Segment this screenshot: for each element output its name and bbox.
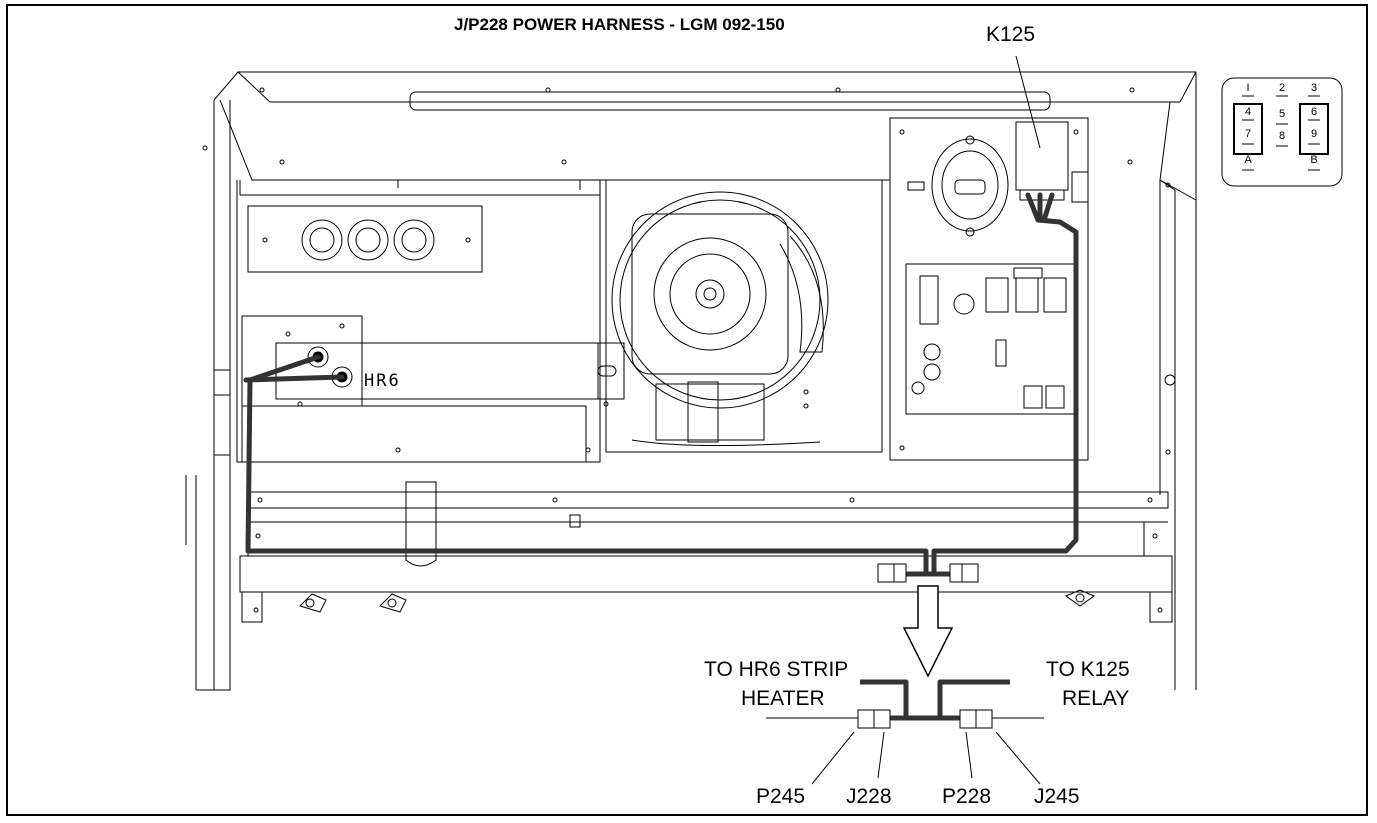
j245-label: J245 [1034, 785, 1080, 808]
to-k125-label-line2: RELAY [1062, 687, 1130, 710]
pin-1-label: I [1246, 82, 1250, 94]
to-hr6-label-line2: HEATER [741, 687, 825, 710]
to-hr6-label-line1: TO HR6 STRIP [704, 658, 849, 681]
harness-detail [766, 679, 1044, 785]
screws [202, 87, 1176, 613]
pin-6-label: 6 [1310, 106, 1318, 118]
k125-label: K125 [986, 23, 1036, 46]
hr6-terminals [307, 346, 353, 388]
diagram-frame [6, 4, 1368, 816]
p228-label: P228 [942, 785, 992, 808]
p245-label: P245 [756, 785, 806, 808]
j228-label: J228 [846, 785, 892, 808]
to-k125-label-line1: TO K125 [1046, 658, 1130, 681]
pin-a-label: A [1244, 154, 1252, 166]
pin-b-label: B [1310, 154, 1318, 166]
hr6-label: HR6 [364, 371, 401, 391]
pin-2-label: 2 [1278, 82, 1286, 94]
in-unit-connectors [877, 563, 979, 583]
pin-3-label: 3 [1310, 82, 1318, 94]
pin-8-label: 8 [1278, 130, 1286, 142]
down-arrow [902, 585, 954, 678]
pin-7-label: 7 [1244, 128, 1252, 140]
k125-leader [1015, 55, 1041, 149]
limit-switches [301, 219, 435, 261]
diagram-title: J/P228 POWER HARNESS - LGM 092-150 [454, 15, 785, 34]
plug-pinout [1221, 77, 1343, 187]
power-harness [243, 192, 1079, 577]
pin-4-label: 4 [1244, 106, 1252, 118]
pin-9-label: 9 [1310, 128, 1318, 140]
cabinet-outline [185, 71, 1197, 691]
pin-5-label: 5 [1278, 108, 1286, 120]
